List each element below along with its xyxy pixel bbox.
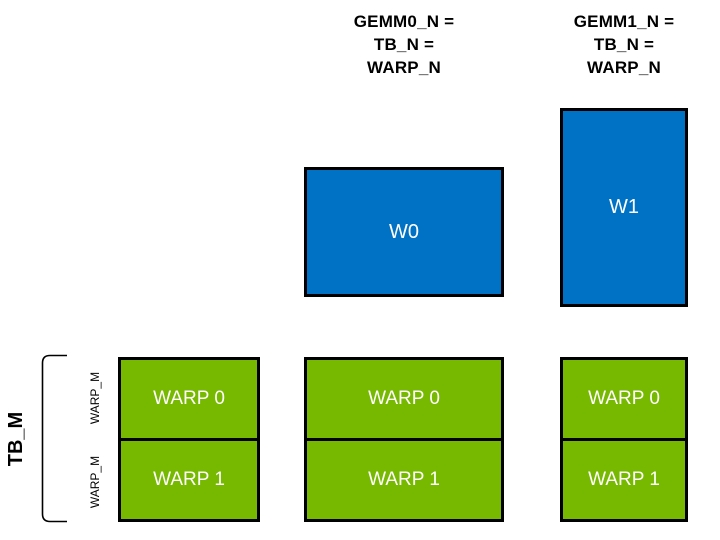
warp-cell: WARP 1 xyxy=(118,438,260,522)
warp-cell-label: WARP 0 xyxy=(368,388,440,409)
warp-column-1: WARP 0 WARP 1 xyxy=(118,357,260,522)
warp-m-axis-label: WARP_M xyxy=(88,371,102,425)
gemm0-dimension-label: GEMM0_N = TB_N = WARP_N xyxy=(353,12,455,77)
warp-cell: WARP 0 xyxy=(304,357,504,441)
warp-cell: WARP 0 xyxy=(118,357,260,441)
w0-tile-label: W0 xyxy=(389,220,419,243)
warp-column-3: WARP 0 WARP 1 xyxy=(560,357,688,522)
warp-m-axis-label: WARP_M xyxy=(88,455,102,509)
warp-cell-label: WARP 1 xyxy=(368,469,440,490)
warp-cell: WARP 1 xyxy=(304,438,504,522)
warp-cell: WARP 1 xyxy=(560,438,688,522)
tb-m-axis-label: TB_M xyxy=(5,411,27,467)
warp-cell-label: WARP 1 xyxy=(153,469,225,490)
tb-m-bracket xyxy=(41,354,67,523)
w1-tile-box: W1 xyxy=(560,108,688,307)
warp-cell-label: WARP 1 xyxy=(588,469,660,490)
warp-cell-label: WARP 0 xyxy=(588,388,660,409)
warp-column-2: WARP 0 WARP 1 xyxy=(304,357,504,522)
warp-cell-label: WARP 0 xyxy=(153,388,225,409)
warp-cell: WARP 0 xyxy=(560,357,688,441)
w1-tile-label: W1 xyxy=(609,196,639,218)
w0-tile-box: W0 xyxy=(304,167,504,297)
gemm1-dimension-label: GEMM1_N = TB_N = WARP_N xyxy=(573,12,675,77)
